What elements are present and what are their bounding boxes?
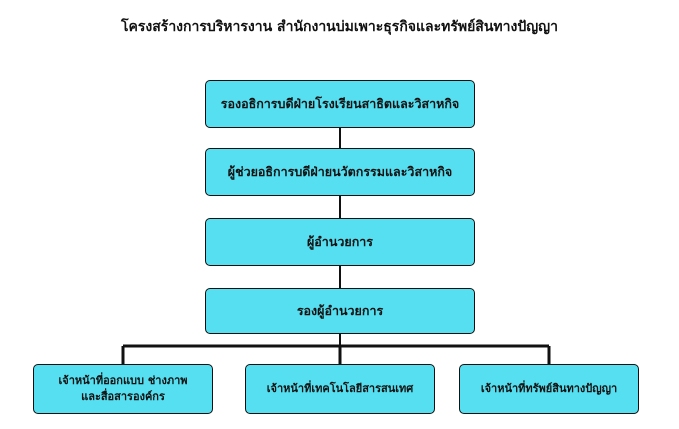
box-deputy-director: รองผู้อำนวยการ — [205, 288, 475, 334]
box-staff-ip: เจ้าหน้าที่ทรัพย์สินทางปัญญา — [459, 364, 639, 414]
box-staff-design: เจ้าหน้าที่ออกแบบ ช่างภาพ และสื่อสารองค์… — [33, 364, 213, 414]
box-assistant-president: ผู้ช่วยอธิการบดีฝ่ายนวัตกรรมและวิสาหกิจ — [205, 148, 475, 196]
box-director: ผู้อำนวยการ — [205, 218, 475, 266]
box-vice-president: รองอธิการบดีฝ่ายโรงเรียนสาธิตและวิสาหกิจ — [205, 80, 475, 128]
chart-title: โครงสร้างการบริหารงาน สำนักงานบ่มเพาะธุร… — [121, 19, 558, 35]
box-staff-it: เจ้าหน้าที่เทคโนโลยีสารสนเทศ — [245, 364, 435, 414]
